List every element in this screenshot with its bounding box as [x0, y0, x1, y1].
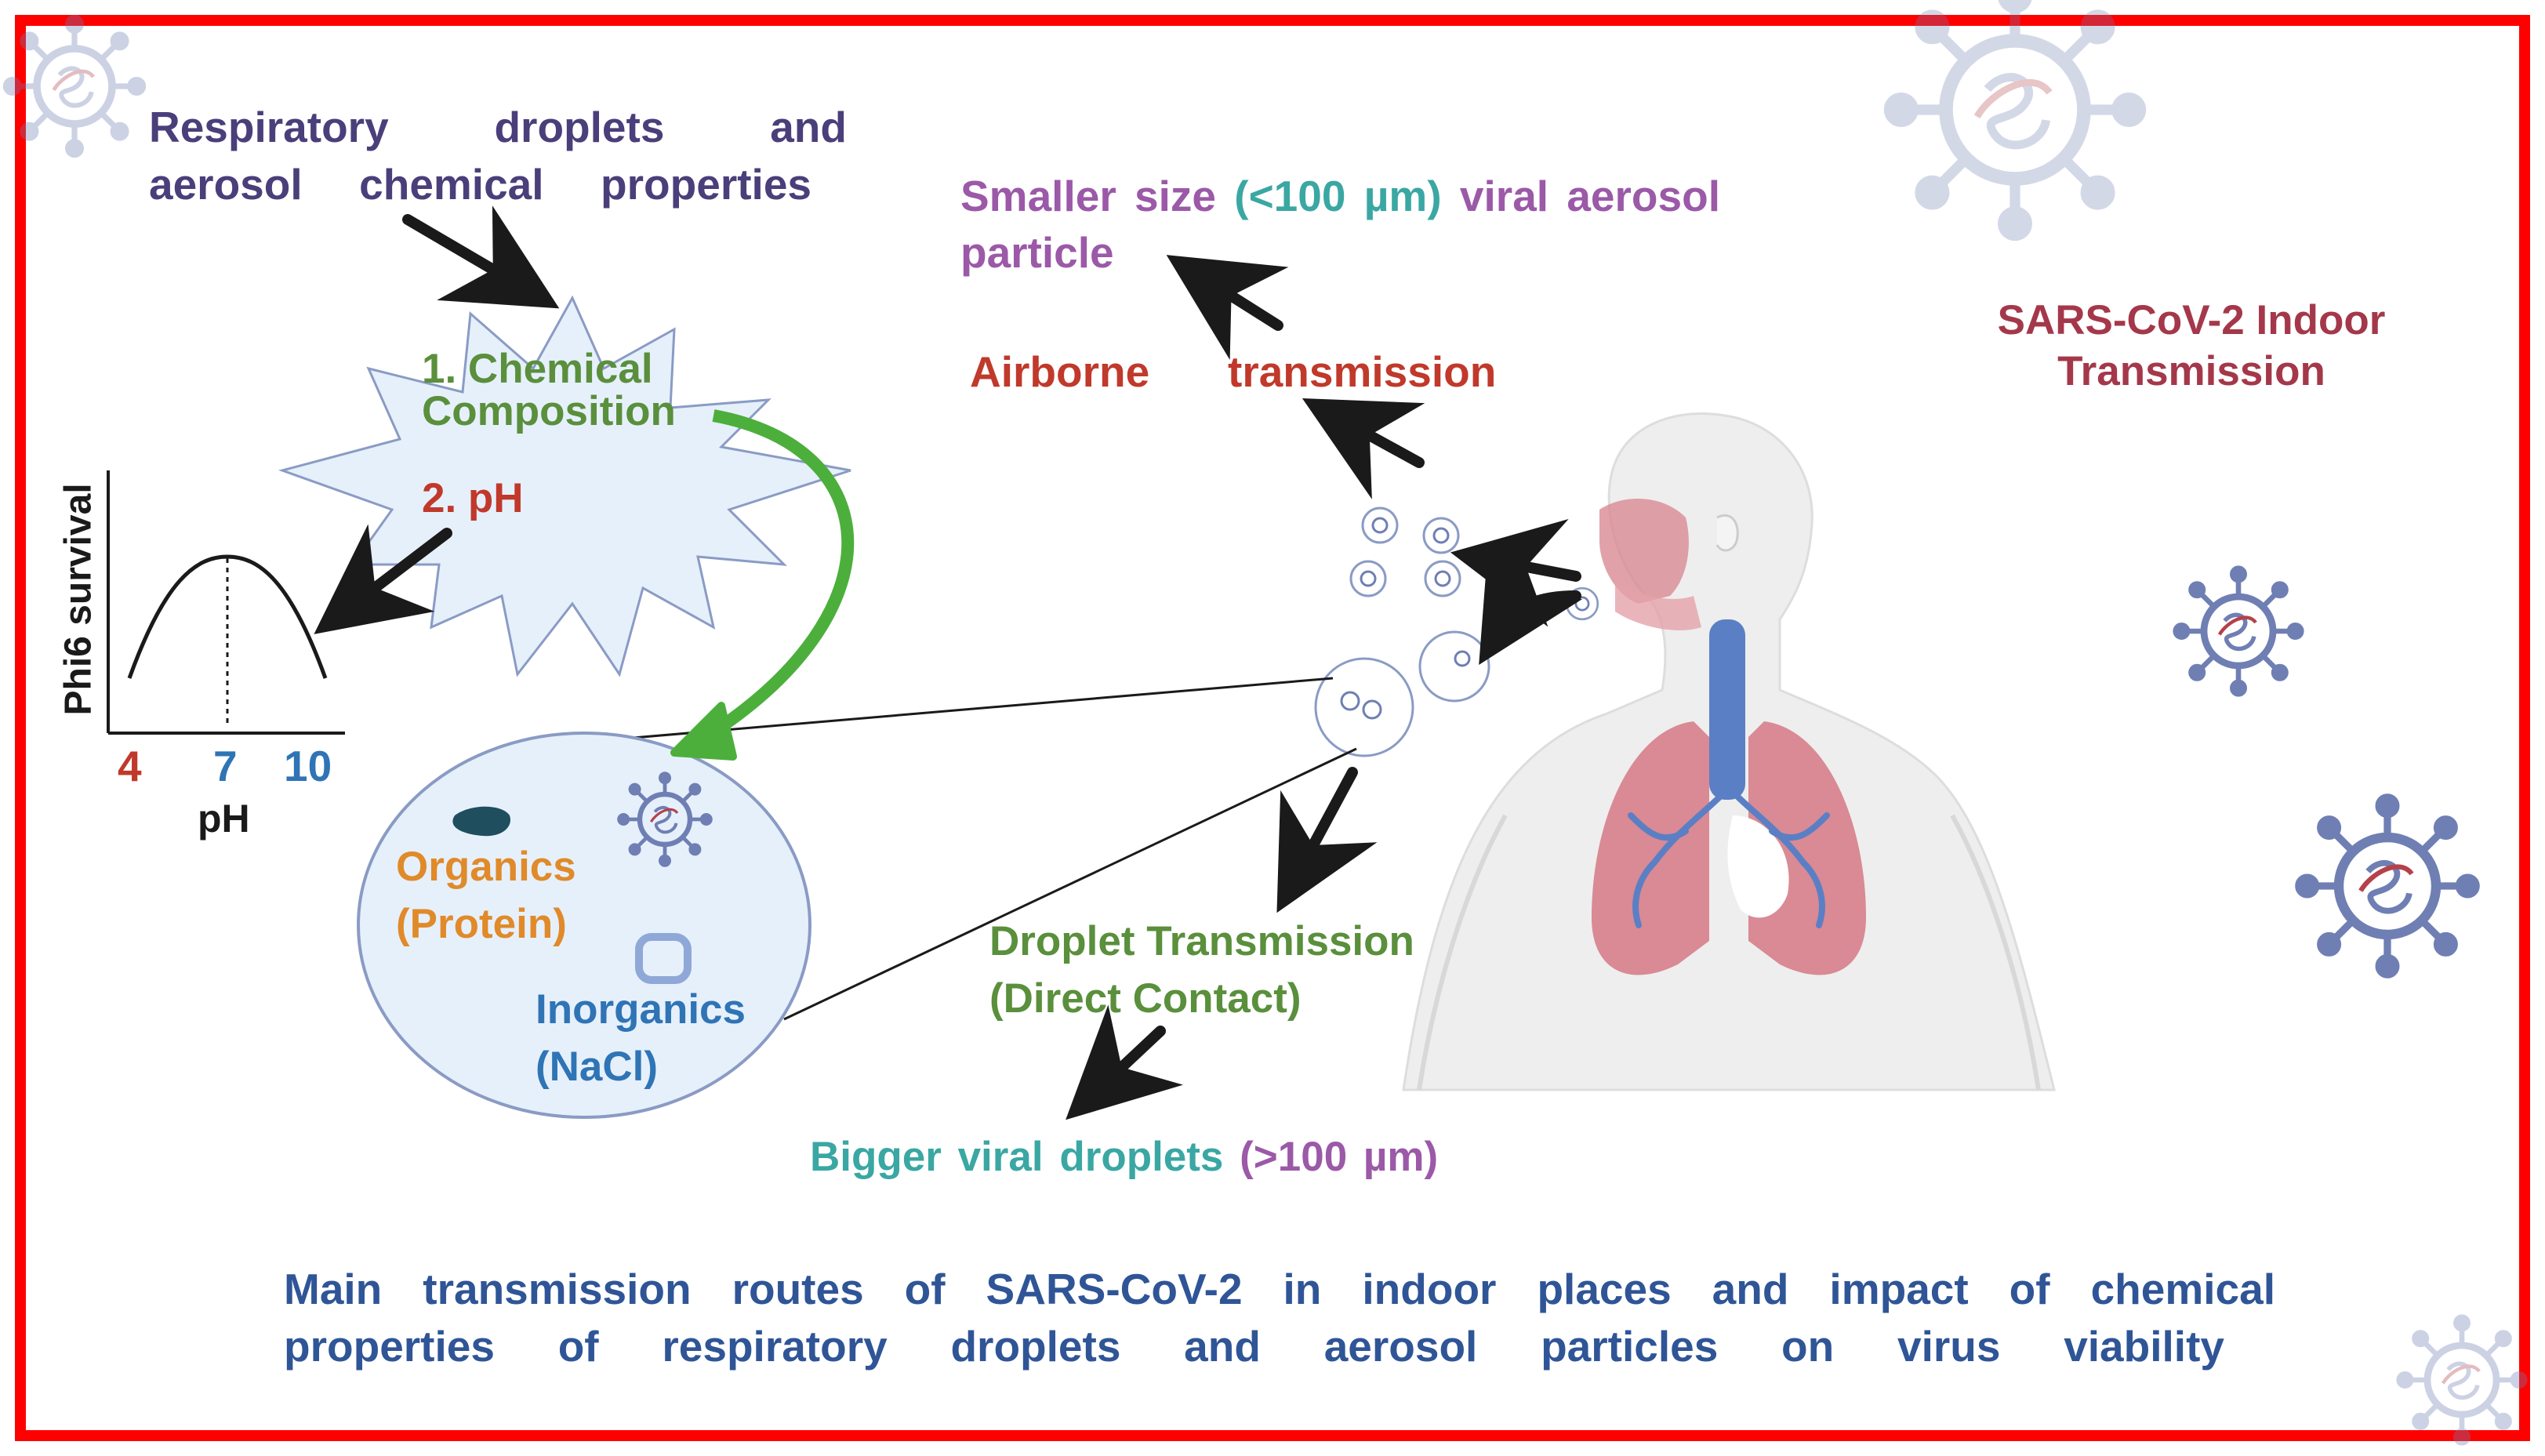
- organics-label: Organics: [396, 844, 576, 890]
- starburst-item1-line2: Composition: [422, 388, 676, 434]
- ear: [1715, 514, 1739, 552]
- arrow-mouth-to-aerosol: [1450, 518, 1581, 627]
- lung-right: [1748, 721, 1866, 975]
- nasal-cavity: [1599, 499, 1689, 604]
- aerosol-droplets: [1349, 507, 1599, 621]
- starburst: [278, 295, 851, 677]
- aerosol-label-line2: particle: [960, 228, 1114, 277]
- starburst-item1-line1: 1. Chemical: [422, 346, 653, 392]
- airborne-label-word2: transmission: [1228, 347, 1497, 396]
- bigger-size: (>100 µm): [1240, 1134, 1439, 1180]
- arm-left-outline: [1417, 814, 1508, 1091]
- graph-y-label: Phi6 survival: [57, 483, 100, 716]
- virus-icon-in-droplet: [619, 774, 711, 866]
- inorganics-label: Inorganics: [536, 986, 746, 1033]
- bottom-right-virus-icon: [2399, 1317, 2525, 1443]
- droplet-label-line2: (Direct Contact): [989, 975, 1302, 1022]
- graph-x-tick-10: 10: [284, 742, 332, 790]
- corner-virus-icon: [5, 17, 143, 154]
- green-arrow: [702, 409, 855, 743]
- arrow-to-airborne: [1302, 398, 1425, 499]
- arrow-to-aerosol-particle: [1166, 255, 1289, 361]
- top-virus-icon: [1889, 0, 2140, 236]
- medium-droplet: [1418, 630, 1490, 703]
- aerosol-suffix: viral aerosol: [1459, 172, 1720, 220]
- lung-left: [1592, 721, 1709, 975]
- outer-frame: [15, 15, 2530, 1441]
- zoom-line-bottom: [783, 747, 1357, 1021]
- graph-x-tick-7: 7: [213, 742, 238, 790]
- bronchi: [1628, 789, 1830, 928]
- inorganics-sub-label: (NaCl): [536, 1044, 659, 1090]
- arrow-mouth-to-droplet: [1479, 542, 1583, 666]
- starburst-item2: 2. pH: [422, 475, 524, 521]
- virus-icon-right-large: [2299, 797, 2476, 975]
- arrow-ph-to-graph: [314, 524, 452, 634]
- graph-x-label: pH: [198, 797, 250, 841]
- heart: [1727, 815, 1789, 918]
- arrow-to-droplet-transmission: [1276, 767, 1378, 913]
- arm-right-outline: [1950, 814, 2041, 1091]
- organics-sub-label: (Protein): [396, 901, 567, 947]
- caption-line1: Main transmission routes of SARS-CoV-2 i…: [284, 1265, 2275, 1313]
- bigger-prefix: Bigger viral droplets: [810, 1134, 1224, 1180]
- aerosol-prefix: Smaller size: [960, 172, 1216, 220]
- large-droplet: [1314, 657, 1414, 757]
- green-arrow-head: [670, 702, 737, 761]
- virus-icon-right-small: [2176, 568, 2302, 695]
- arrow-to-bigger-droplets: [1066, 1004, 1184, 1120]
- title-right-line1: SARS-CoV-2 Indoor: [1997, 297, 2386, 343]
- heading-line2: aerosol chemical properties: [149, 160, 811, 209]
- bigger-droplets-label: Bigger viral droplets (>100 µm): [810, 1133, 1438, 1181]
- droplet-label-line1: Droplet Transmission: [989, 918, 1414, 964]
- title-right-line2: Transmission: [2057, 348, 2325, 394]
- aerosol-size: (<100 µm): [1234, 172, 1442, 220]
- aerosol-label-line1: Smaller size (<100 µm) viral aerosol: [960, 171, 1720, 221]
- airborne-label-word1: Airborne: [970, 347, 1150, 396]
- ph-graph: [107, 470, 345, 735]
- arrow-heading-to-starburst: [402, 205, 560, 309]
- heading-line1: Respiratory droplets and: [149, 103, 847, 151]
- nacl-crystal-icon: [635, 933, 692, 984]
- caption-line2: properties of respiratory droplets and a…: [284, 1322, 2224, 1371]
- graph-x-tick-4: 4: [118, 742, 142, 790]
- human-figure: [1402, 412, 2056, 1091]
- survival-curve: [127, 554, 328, 679]
- mouth-cavity: [1615, 580, 1701, 630]
- trachea: [1709, 619, 1745, 800]
- protein-blob-icon: [452, 806, 510, 837]
